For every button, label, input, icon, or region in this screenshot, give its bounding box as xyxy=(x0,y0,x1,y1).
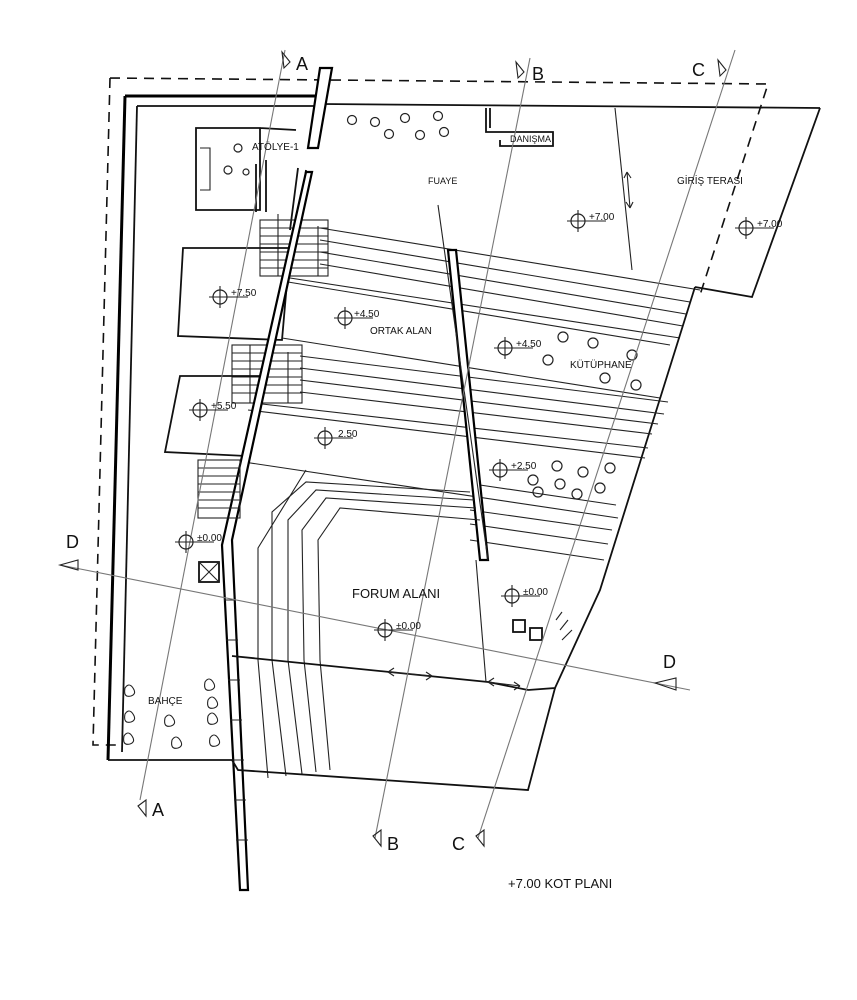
level-ortak-450: +4.50 xyxy=(354,309,380,320)
label-kutuphane: KÜTÜPHANE xyxy=(570,359,632,371)
section-a-bottom: A xyxy=(152,800,164,820)
label-forum-alani: FORUM ALANI xyxy=(352,586,440,601)
library-outline-right xyxy=(527,286,696,691)
lower-left-stairs xyxy=(197,459,241,519)
level-right-000: ±0.00 xyxy=(523,587,548,598)
left-ramp-wall xyxy=(220,170,314,892)
level-foyer: +7.00 xyxy=(589,212,615,223)
top-wall-stub xyxy=(306,66,334,150)
foyer-tables xyxy=(346,110,450,141)
library-seating xyxy=(542,331,642,391)
atolye-wall-stubs xyxy=(255,160,307,233)
danisma-desk xyxy=(485,108,554,147)
section-markers xyxy=(57,50,727,848)
label-ortak-alan: ORTAK ALAN xyxy=(370,326,432,337)
level-marker-symbols xyxy=(175,210,774,641)
label-giris-terasi: GİRİŞ TERASI xyxy=(677,174,743,187)
forum-amphitheater-rings xyxy=(257,469,481,779)
forum-small-tables xyxy=(512,611,573,641)
atolye-inner-partition xyxy=(200,147,211,191)
outer-wall-left xyxy=(106,95,127,761)
foyer-right-edge xyxy=(694,107,821,299)
level-terrace: +7.00 xyxy=(757,219,783,230)
terrace-steps-upper xyxy=(289,227,701,339)
section-b-bottom: B xyxy=(387,834,399,854)
foyer-top-wall xyxy=(321,103,821,109)
level-forum-000: ±0.00 xyxy=(396,621,421,632)
plan-title: +7.00 KOT PLANI xyxy=(508,876,612,891)
forum-right-partition xyxy=(475,559,487,683)
ortak-alan-band xyxy=(281,281,671,399)
section-c-bottom: C xyxy=(452,834,465,854)
terrace-divider xyxy=(614,107,633,271)
label-atolye: ATÖLYE-1 xyxy=(252,141,299,153)
level-right-250: +2.50 xyxy=(511,461,537,472)
section-lines xyxy=(59,49,736,839)
terrace-steps-mid xyxy=(261,355,669,449)
section-d-left: D xyxy=(66,532,79,552)
section-d-right: D xyxy=(663,652,676,672)
section-b-top: B xyxy=(532,64,544,84)
terrace-steps-lower xyxy=(243,409,646,561)
garden-plants xyxy=(123,678,221,749)
forum-double-arrow xyxy=(387,171,634,691)
garden-bottom-edge xyxy=(108,687,556,791)
atolye-room-walls xyxy=(195,127,297,211)
level-left-000: ±0.00 xyxy=(197,533,222,544)
lower-seating xyxy=(527,460,616,500)
fuaye-axis-line xyxy=(437,204,489,561)
label-bahce: BAHÇE xyxy=(148,696,183,707)
level-mid-250: 2.50 xyxy=(338,429,358,440)
level-left-750: +7.50 xyxy=(231,288,257,299)
platform-750 xyxy=(177,247,291,341)
level-left-550: +5.50 xyxy=(211,401,237,412)
outer-wall-left-inner xyxy=(121,105,138,753)
section-c-top: C xyxy=(692,60,705,80)
level-kutuphane-450: +4.50 xyxy=(516,339,542,350)
site-boundary-dashed xyxy=(92,77,770,746)
ramp-ticks xyxy=(224,599,248,841)
label-danisma: DANIŞMA xyxy=(510,134,551,144)
label-fuaye: FUAYE xyxy=(428,176,457,186)
elevator-box xyxy=(198,561,220,583)
section-a-top: A xyxy=(296,54,308,74)
forum-lower-edge xyxy=(231,655,529,691)
atolye-stools xyxy=(223,143,250,176)
